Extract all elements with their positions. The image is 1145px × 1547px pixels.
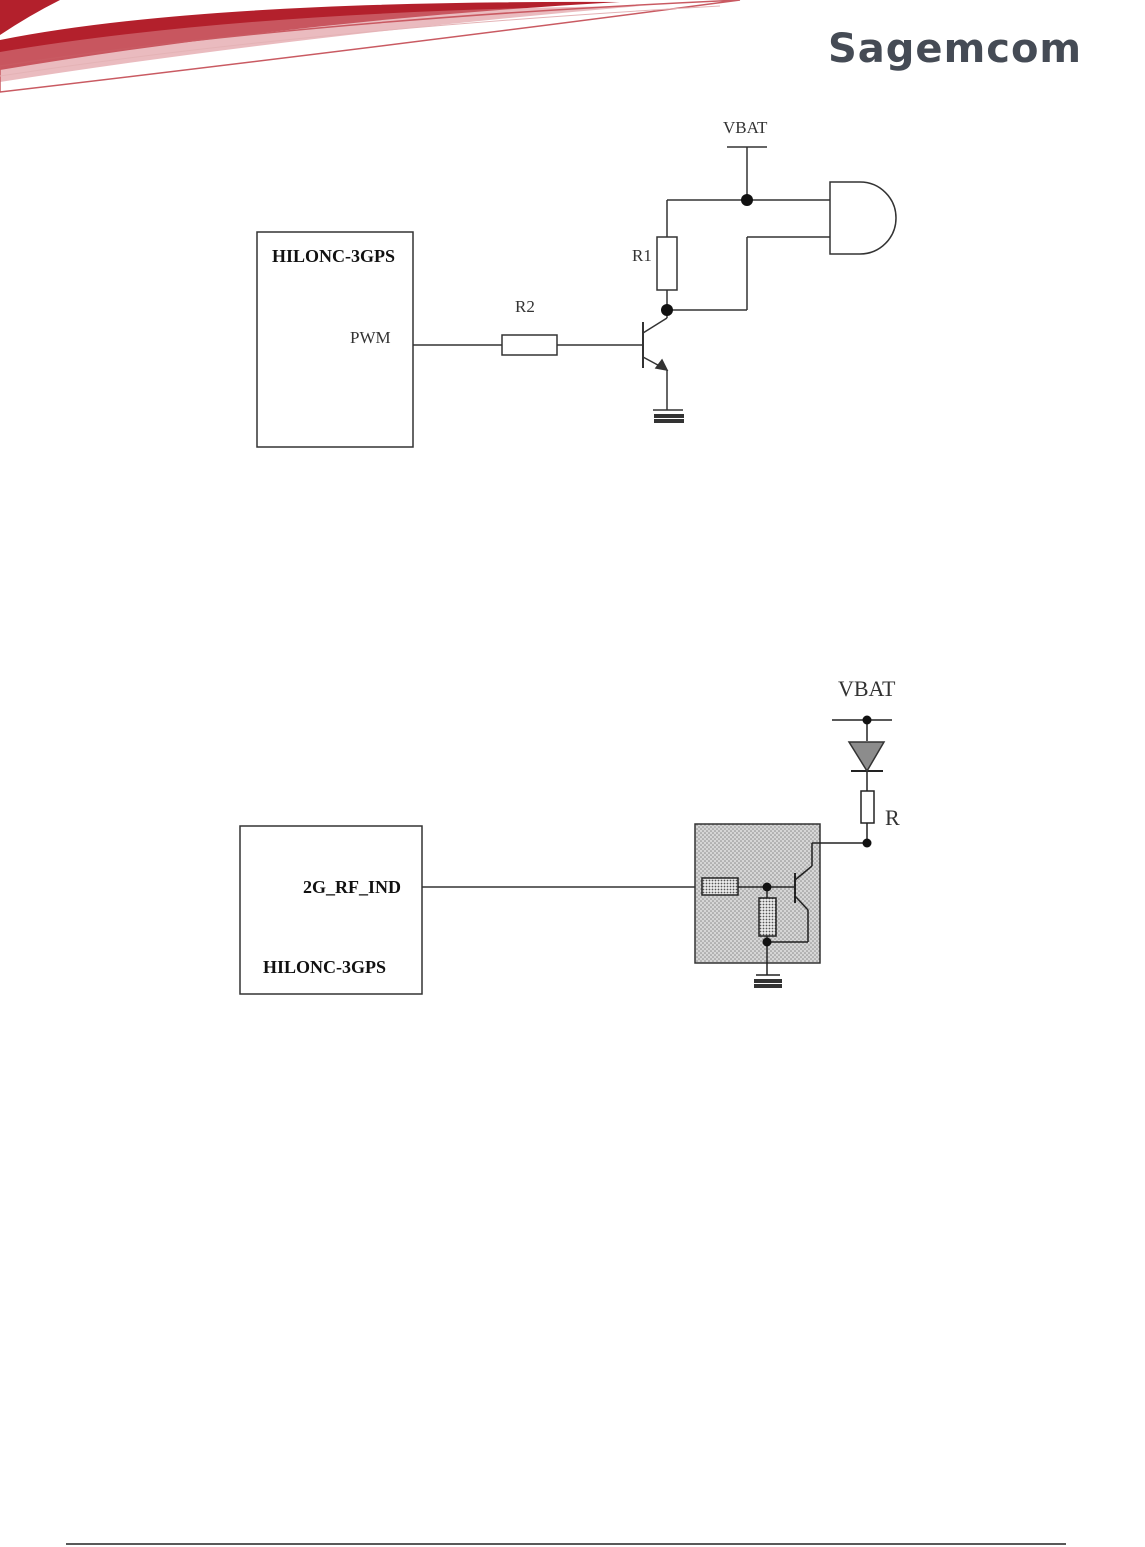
module-name-label: HILONC-3GPS (263, 957, 386, 977)
buzzer-symbol (830, 182, 896, 254)
vbat-label: VBAT (838, 676, 896, 701)
junction-dot (863, 839, 872, 848)
pin-label: 2G_RF_IND (303, 877, 401, 897)
r-label: R (885, 805, 900, 830)
junction-dot (661, 304, 673, 316)
resistor-r (861, 791, 874, 823)
svg-text:Sagemcom: Sagemcom (828, 26, 1082, 72)
pwm-pin-label: PWM (350, 328, 391, 347)
r1-label: R1 (632, 246, 652, 265)
r2-label: R2 (515, 297, 535, 316)
resistor-r2 (502, 335, 557, 355)
junction-dot (763, 938, 772, 947)
buzzer-circuit-diagram (257, 147, 896, 447)
junction-dot (763, 883, 772, 892)
header-swoosh (0, 0, 740, 92)
junction-dot (863, 716, 872, 725)
internal-resistor (702, 878, 738, 895)
resistor-r1 (657, 237, 677, 290)
junction-dot (741, 194, 753, 206)
vbat-label: VBAT (723, 118, 768, 137)
ground-symbol (654, 414, 684, 418)
led-diode-symbol (849, 742, 884, 771)
ground-symbol (754, 979, 782, 983)
module-name-label: HILONC-3GPS (272, 246, 395, 266)
internal-resistor (759, 898, 776, 936)
sagemcom-logo: Sagemcom (828, 26, 1082, 72)
